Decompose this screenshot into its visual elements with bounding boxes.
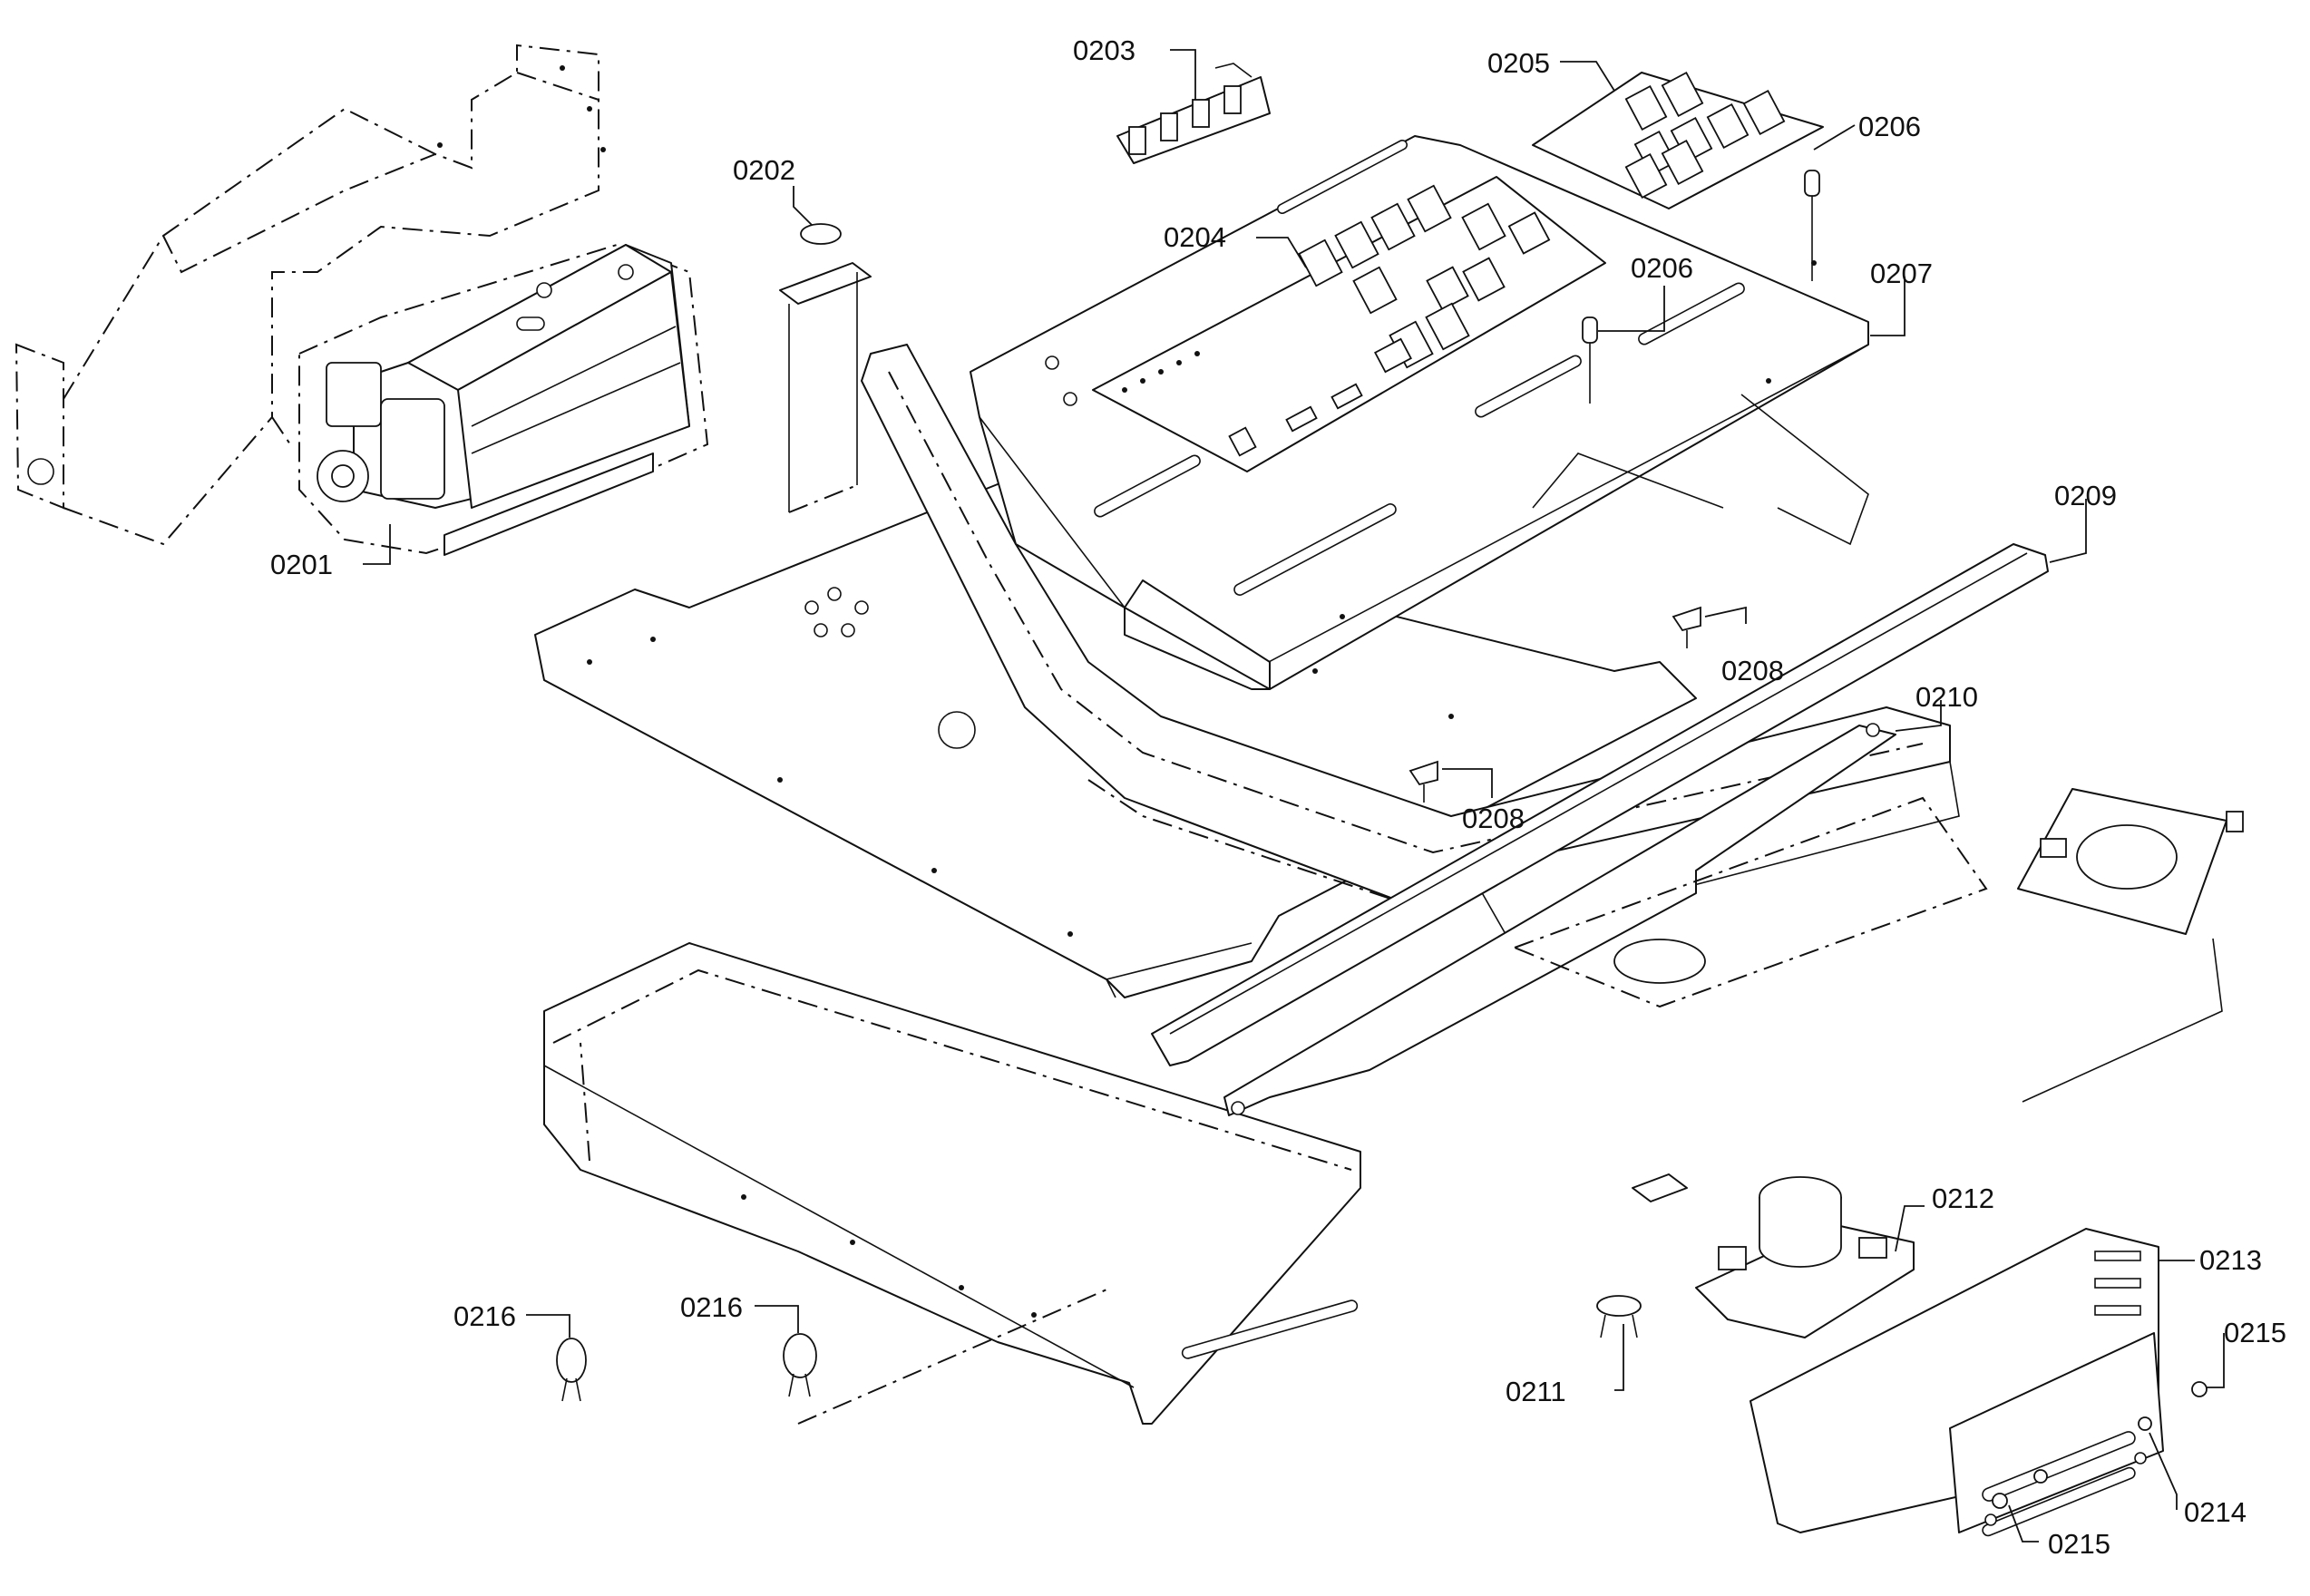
leader-lines <box>363 49 2225 1542</box>
callout-0201: 0201 <box>270 549 333 580</box>
front-bracket-0213 <box>1750 1228 2164 1537</box>
callout-0206-lower: 0206 <box>1631 252 1693 284</box>
control-board-0204 <box>1092 176 1606 472</box>
callout-0216-right: 0216 <box>680 1291 743 1323</box>
callout-0210: 0210 <box>1915 681 1978 713</box>
callout-0216-left: 0216 <box>453 1300 516 1332</box>
relay-board-0205 <box>1532 71 1824 209</box>
base-tray <box>543 942 1361 1425</box>
blower-assembly-0201 <box>298 243 709 556</box>
callout-0203: 0203 <box>1073 34 1136 66</box>
rails-0209-0210 <box>1151 543 2049 1116</box>
sensor-bracket-0202 <box>779 223 872 513</box>
callout-0205: 0205 <box>1487 47 1550 79</box>
callout-0212: 0212 <box>1932 1182 1994 1214</box>
right-plate-assembly <box>1512 788 2244 1103</box>
callout-0209: 0209 <box>2054 480 2117 511</box>
callout-0202: 0202 <box>733 154 795 186</box>
callout-0208-lower: 0208 <box>1462 803 1525 834</box>
thermostat-0211 <box>1596 1295 1642 1338</box>
clips-0216 <box>556 1287 1112 1425</box>
timer-module-0212 <box>1632 1173 1915 1338</box>
screws-0208 <box>1408 606 1701 803</box>
callout-0213: 0213 <box>2199 1244 2262 1276</box>
callout-0211: 0211 <box>1506 1376 1566 1407</box>
callout-labels: 0201 0202 0203 0204 0205 0206 0206 0207 … <box>270 34 2286 1560</box>
callout-0215-right: 0215 <box>2224 1317 2286 1348</box>
connector-clips-0203 <box>1116 63 1271 164</box>
left-enclosure-outline <box>15 44 606 546</box>
callout-0207: 0207 <box>1870 258 1933 289</box>
callout-0208-upper: 0208 <box>1721 655 1784 686</box>
callout-0204: 0204 <box>1164 221 1226 253</box>
control-shelf-0207 <box>970 135 1869 690</box>
standoffs-0206 <box>1582 170 1820 404</box>
callout-0206-upper: 0206 <box>1858 111 1921 142</box>
callout-0215-bottom: 0215 <box>2048 1528 2110 1560</box>
callout-0214: 0214 <box>2184 1496 2247 1528</box>
fasteners-0214-0215 <box>1992 1381 2208 1509</box>
